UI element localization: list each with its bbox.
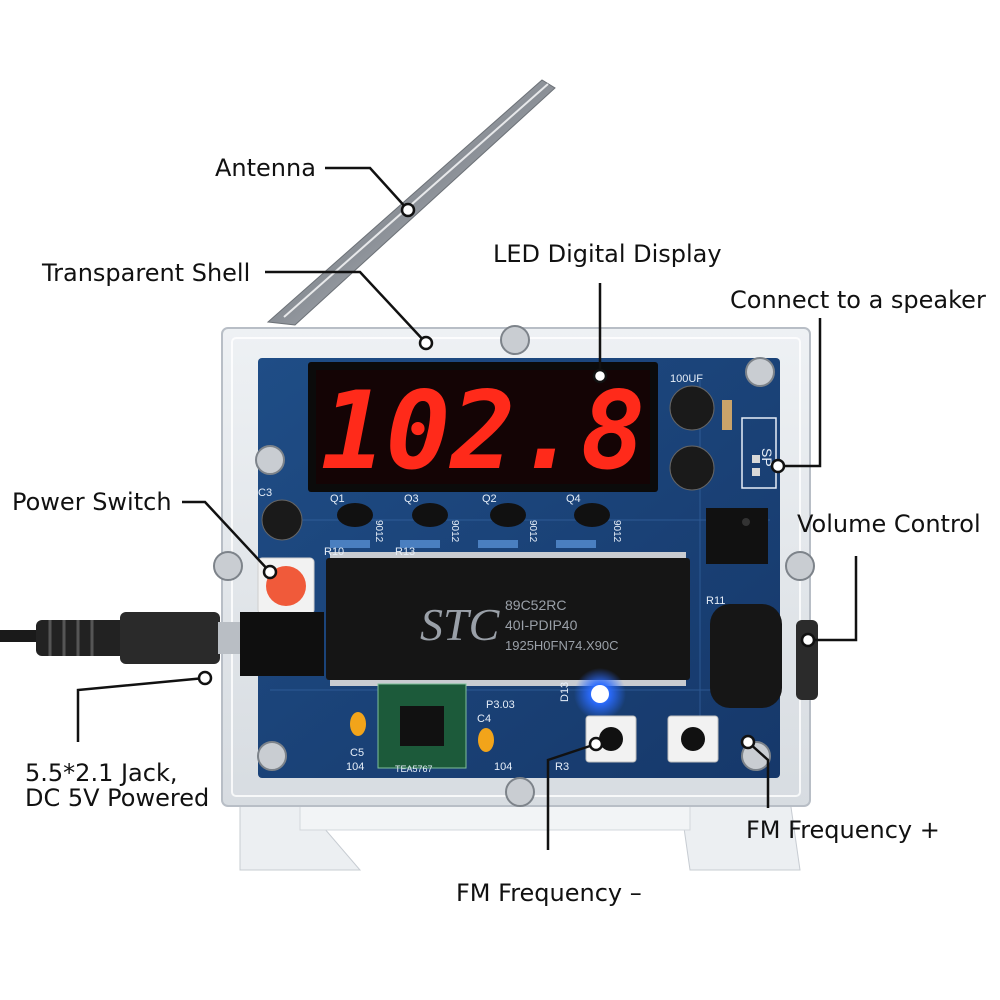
screw-icon bbox=[257, 741, 287, 771]
screw-icon bbox=[745, 357, 775, 387]
callout-dots bbox=[197, 202, 816, 752]
silk-d13: D13 bbox=[559, 682, 571, 702]
mcu-chip: STC 89C52RC 40I-PDIP40 1925H0FN74.X90C bbox=[326, 552, 690, 686]
transistor-row: Q1 Q3 Q2 Q4 9012 9012 9012 9012 bbox=[330, 493, 622, 548]
label-jack-line1: 5.5*2.1 Jack, bbox=[25, 759, 178, 787]
silk-p303: P3.03 bbox=[486, 699, 515, 711]
label-led-display: LED Digital Display bbox=[493, 240, 722, 268]
silk-c5: C5 bbox=[350, 747, 364, 759]
chip-brand: STC bbox=[420, 599, 501, 650]
antenna bbox=[266, 79, 556, 326]
silk-c4: C4 bbox=[477, 713, 491, 725]
chip-package: 40I-PDIP40 bbox=[505, 617, 578, 633]
silk-r10: R10 bbox=[324, 546, 344, 558]
speaker-header: SP bbox=[741, 417, 777, 489]
part-label-1: 9012 bbox=[373, 520, 384, 543]
callout-lines bbox=[76, 166, 858, 850]
part-label-3: 9012 bbox=[527, 520, 538, 543]
chip-code: 1925H0FN74.X90C bbox=[505, 638, 618, 653]
part-label-2: 9012 bbox=[449, 520, 460, 543]
transistor-label-3: Q2 bbox=[482, 493, 497, 505]
silk-r3: R3 bbox=[555, 761, 569, 773]
yellow-caps bbox=[350, 712, 494, 752]
speaker-pad-label: SP bbox=[759, 448, 775, 467]
acrylic-stand bbox=[239, 799, 801, 871]
blue-led bbox=[574, 668, 626, 720]
label-power-switch: Power Switch bbox=[12, 488, 172, 516]
chip-model: 89C52RC bbox=[505, 597, 566, 613]
label-fm-plus: FM Frequency + bbox=[746, 816, 940, 844]
label-transparent-shell: Transparent Shell bbox=[42, 259, 251, 287]
screws bbox=[213, 325, 815, 807]
fm-plus-button[interactable] bbox=[667, 715, 719, 763]
transistor-label-2: Q3 bbox=[404, 493, 419, 505]
label-antenna: Antenna bbox=[215, 154, 316, 182]
silk-104a: 104 bbox=[346, 761, 364, 773]
silk-fm-chip: TEA5767 bbox=[395, 764, 433, 774]
silk-104b: 104 bbox=[494, 761, 512, 773]
silk-r13: R13 bbox=[395, 546, 415, 558]
screw-icon bbox=[500, 325, 530, 355]
screw-icon bbox=[255, 445, 285, 475]
led-display: 102.8 bbox=[308, 362, 658, 494]
transistor-label-1: Q1 bbox=[330, 493, 345, 505]
silk-c3: C3 bbox=[258, 487, 272, 499]
capacitors: 100UF bbox=[261, 373, 732, 541]
silkscreen-labels: R10 R13 R11 C3 C4 C5 104 104 D13 P3.03 R… bbox=[258, 487, 725, 774]
label-fm-minus: FM Frequency – bbox=[456, 879, 642, 907]
label-jack-line2: DC 5V Powered bbox=[25, 784, 210, 812]
fm-module bbox=[377, 683, 467, 769]
small-ic bbox=[706, 508, 768, 564]
silk-r11: R11 bbox=[706, 595, 725, 607]
screw-icon bbox=[213, 551, 243, 581]
cap-label: 100UF bbox=[670, 373, 703, 385]
screw-icon bbox=[785, 551, 815, 581]
dc-jack bbox=[0, 612, 324, 676]
display-readout: 102.8 bbox=[320, 369, 645, 494]
transistor-label-4: Q4 bbox=[566, 493, 581, 505]
label-speaker: Connect to a speaker bbox=[730, 286, 986, 314]
screw-icon bbox=[505, 777, 535, 807]
label-volume-control: Volume Control bbox=[797, 510, 981, 538]
part-label-4: 9012 bbox=[611, 520, 622, 543]
